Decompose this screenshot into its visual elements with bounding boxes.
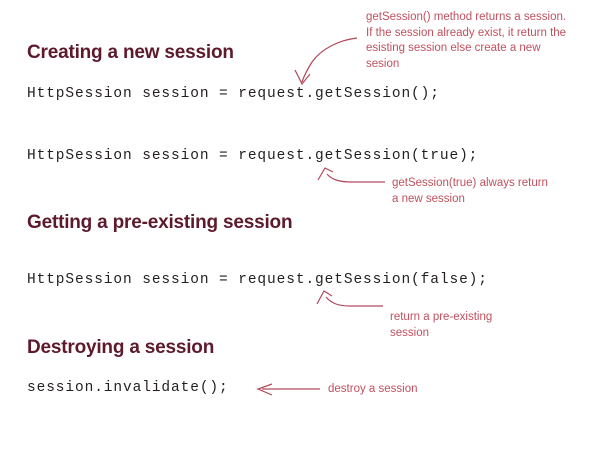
arrow-invalidate [256, 383, 320, 396]
annotation-getsession-false: return a pre-existing session [390, 311, 493, 339]
annotation-getsession-no-arg: getSession() method returns a session. I… [366, 11, 567, 70]
arrow-getsession-no-arg [294, 37, 358, 86]
arrow-getsession-true [317, 167, 385, 183]
arrow-getsession-false [316, 290, 383, 307]
annotation-invalidate: destroy a session [328, 383, 418, 395]
annotation-getsession-true: getSession(true) always return a new ses… [392, 177, 548, 205]
code-getsession-false: HttpSession session = request.getSession… [27, 272, 488, 288]
heading-creating-a-new-session: Creating a new session [27, 42, 234, 63]
code-invalidate: session.invalidate(); [27, 380, 229, 396]
heading-destroying-a-session: Destroying a session [27, 337, 215, 358]
code-getsession-no-arg: HttpSession session = request.getSession… [27, 86, 440, 102]
heading-getting-a-pre-existing-session: Getting a pre-existing session [27, 212, 293, 233]
code-getsession-true: HttpSession session = request.getSession… [27, 148, 479, 164]
